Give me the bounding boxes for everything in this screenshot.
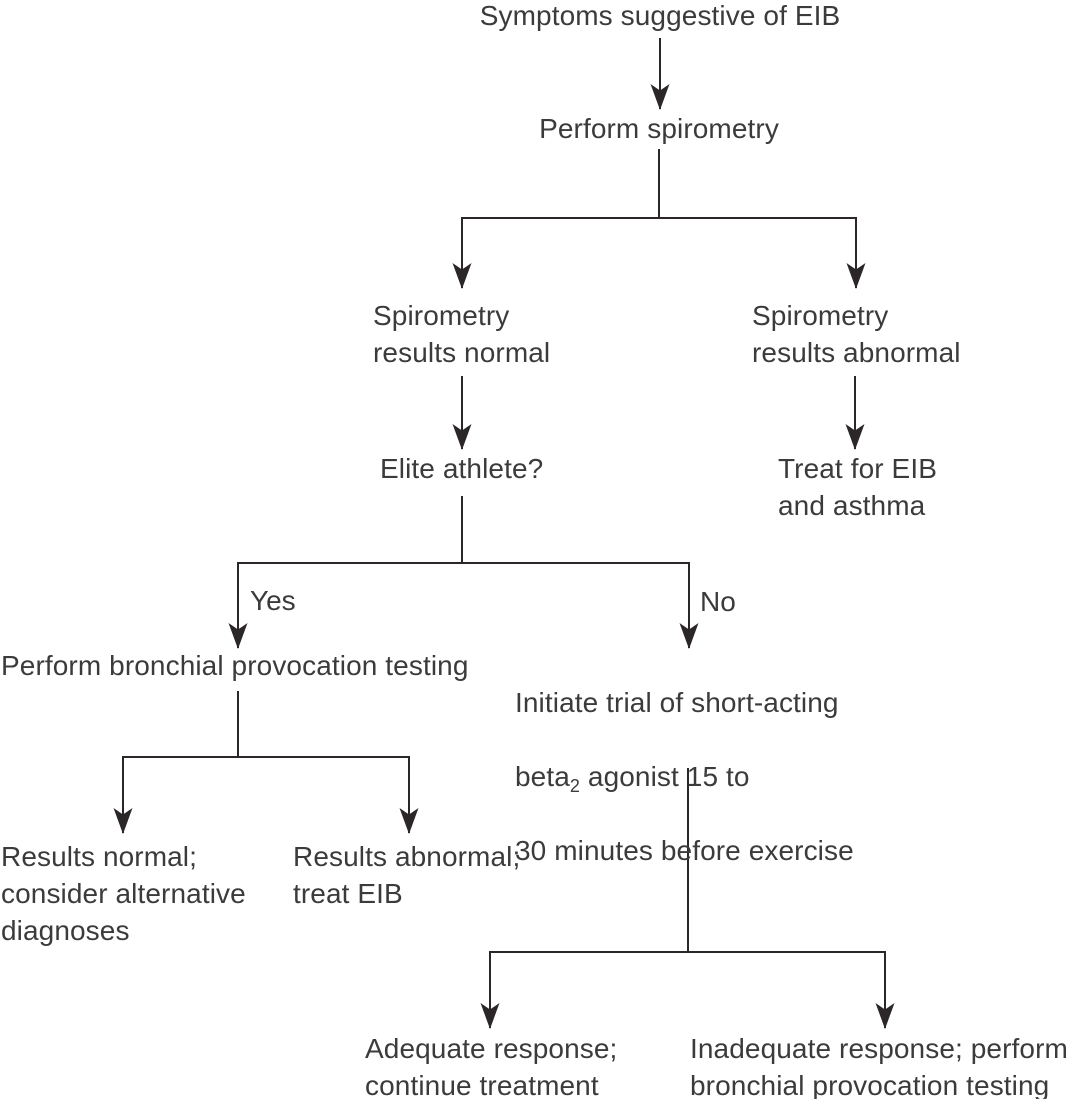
beta-subscript: 2 — [569, 776, 581, 796]
initiate-trial-line3: 30 minutes before exercise — [515, 835, 854, 866]
node-spirometry-results-abnormal: Spirometry results abnormal — [752, 300, 961, 368]
node-perform-bronchial-provocation-testing: Perform bronchial provocation testing — [1, 650, 469, 681]
node-elite-athlete: Elite athlete? — [380, 453, 544, 484]
node-results-abnormal-treat-eib: Results abnormal; treat EIB — [293, 841, 521, 909]
edge-label-yes: Yes — [250, 585, 296, 616]
node-treat-eib-asthma: Treat for EIB and asthma — [778, 453, 937, 521]
node-initiate-beta-agonist-trial: Initiate trial of short-acting beta2 ago… — [515, 647, 854, 906]
edge-label-no: No — [700, 586, 736, 617]
node-adequate-response: Adequate response; continue treatment — [365, 1033, 618, 1099]
node-symptoms: Symptoms suggestive of EIB — [479, 0, 841, 31]
node-inadequate-response: Inadequate response; perform bronchial p… — [690, 1033, 1068, 1099]
node-perform-spirometry: Perform spirometry — [539, 113, 779, 144]
initiate-trial-line2: beta2 agonist 15 to — [515, 761, 750, 796]
node-results-normal-alternative-diagnoses: Results normal; consider alternative dia… — [1, 841, 246, 946]
initiate-trial-line1: Initiate trial of short-acting — [515, 687, 839, 718]
node-spirometry-results-normal: Spirometry results normal — [373, 300, 551, 368]
